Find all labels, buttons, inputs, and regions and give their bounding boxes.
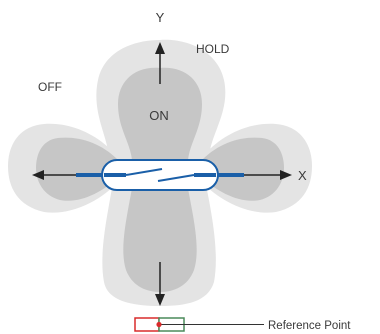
x-axis-left-arrowhead <box>32 170 44 180</box>
x-axis-right-arrowhead <box>280 170 292 180</box>
reference-point-dot <box>156 321 162 328</box>
reference-marker-red-half <box>134 317 160 332</box>
off-region-label: OFF <box>38 80 62 94</box>
axis-x-label: X <box>298 168 307 183</box>
reed-switch-right-blade <box>157 174 195 182</box>
reed-switch-left-blade <box>125 168 163 176</box>
on-region-left-lobe <box>36 137 118 201</box>
axis-y-label: Y <box>156 10 165 25</box>
axis-arrows <box>32 42 292 306</box>
on-region-right-lobe <box>202 137 284 201</box>
y-axis-up-arrowhead <box>155 42 165 54</box>
reed-switch <box>76 159 244 191</box>
y-axis-down-arrowhead <box>155 294 165 306</box>
hold-region-label: HOLD <box>196 42 230 56</box>
reed-switch-glass-capsule <box>101 159 219 191</box>
reference-point-marker <box>134 317 264 332</box>
reference-point-label: Reference Point <box>268 320 351 332</box>
on-region-label: ON <box>149 108 169 123</box>
